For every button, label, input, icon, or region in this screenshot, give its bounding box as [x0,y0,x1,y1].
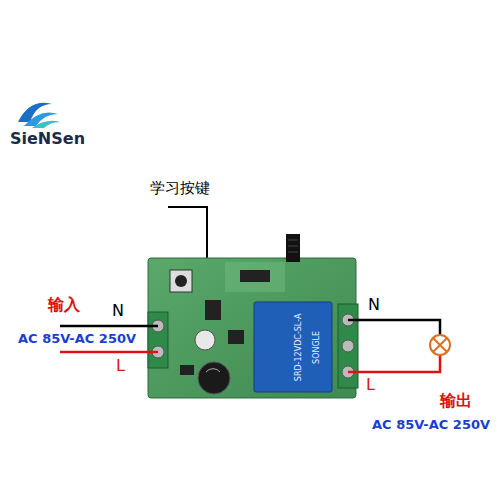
live-wire [348,355,440,372]
terminal-name: N [368,296,380,314]
brand-name: SieNSen [10,130,85,148]
terminal-name: N [112,302,124,320]
live-wire [60,351,158,354]
neutral-wire [60,325,158,328]
voltage-range: AC 85V-AC 250V [18,332,136,346]
lamp-symbol [430,335,450,355]
button-label: 学习按键 [150,180,210,197]
relay-model: SRD-12VDC-SL-A [296,313,305,381]
neutral-wire [348,320,440,335]
logo-icon [18,103,60,128]
input-label: 输入 [48,296,80,314]
relay-brand: SONGLE [314,330,323,363]
output-label: 输出 [440,392,472,410]
terminal-name: L [366,376,375,394]
pcb-board [148,234,358,398]
terminal-name: L [116,357,125,375]
voltage-range: AC 85V-AC 250V [372,418,490,432]
